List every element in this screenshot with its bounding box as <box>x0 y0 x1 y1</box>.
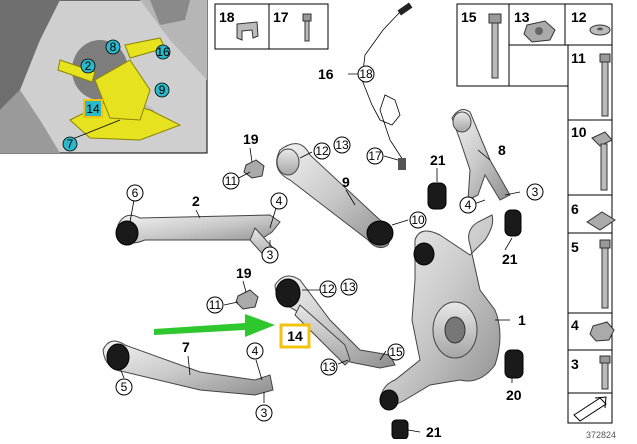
bushing-21-bottom <box>391 419 409 440</box>
leader-lines <box>119 73 521 433</box>
highlight-box-14 <box>279 323 311 349</box>
right-parts-column: 15 13 12 11 10 6 5 4 3 <box>456 3 616 424</box>
callout-14: 14 <box>287 328 303 344</box>
callout-21-top: 21 <box>430 152 446 168</box>
callout-21-mid: 21 <box>502 251 518 267</box>
callout-20: 20 <box>506 387 522 403</box>
right-label-13: 13 <box>514 9 530 25</box>
inset-callouts: 8 2 16 9 14 7 <box>62 39 171 152</box>
right-label-3: 3 <box>571 356 579 372</box>
inset-callout: 2 <box>85 59 92 73</box>
inset-callout: 7 <box>67 137 74 151</box>
callout-13-c: 13 <box>322 360 336 374</box>
inset-callout: 9 <box>159 83 166 97</box>
callout-4-c: 4 <box>252 344 259 358</box>
callout-3-c: 3 <box>261 406 268 420</box>
right-label-4: 4 <box>571 317 579 333</box>
clip-icon <box>236 21 259 41</box>
screw-icon <box>302 13 312 22</box>
top-box-label-18: 18 <box>219 9 235 25</box>
callout-10: 10 <box>411 213 425 227</box>
callout-18: 18 <box>359 67 373 81</box>
bushing-21-top <box>427 182 447 210</box>
arm-2 <box>115 214 281 261</box>
callout-4-a: 4 <box>465 198 472 212</box>
main-callouts: 19 11 12 13 16 18 17 21 8 4 3 9 10 6 2 4… <box>115 65 544 440</box>
arm-14 <box>274 275 396 369</box>
callout-19-bottom: 19 <box>236 265 252 281</box>
pointer-arrow <box>154 314 275 337</box>
callout-13-top: 13 <box>335 138 349 152</box>
callout-19-top: 19 <box>243 131 259 147</box>
callout-11-bottom: 11 <box>209 298 222 312</box>
callout-1: 1 <box>518 312 526 328</box>
inset-callout: 16 <box>156 45 170 59</box>
diagram-id: 372824 <box>586 430 616 439</box>
callout-4-b: 4 <box>276 194 283 208</box>
upper-arm-9 <box>276 143 394 249</box>
callout-8: 8 <box>498 142 506 158</box>
callout-16: 16 <box>318 66 334 82</box>
callout-3-a: 3 <box>532 185 539 199</box>
callout-3-b: 3 <box>267 248 274 262</box>
callout-12-bottom: 12 <box>321 282 335 296</box>
top-parts-box: 18 17 <box>214 3 329 50</box>
inset-image <box>0 0 208 154</box>
right-label-11: 11 <box>571 50 586 66</box>
nut-19-bottom <box>235 289 259 310</box>
sensor-cable <box>361 2 413 170</box>
inset-callout: 8 <box>110 40 117 54</box>
right-label-12: 12 <box>571 9 587 25</box>
right-label-5: 5 <box>571 239 579 255</box>
callout-9: 9 <box>342 174 350 190</box>
top-box-label-17: 17 <box>273 9 289 25</box>
callout-11-top: 11 <box>225 174 238 188</box>
right-label-6: 6 <box>571 201 579 217</box>
right-label-10: 10 <box>571 124 587 140</box>
callout-7: 7 <box>182 339 190 355</box>
callout-12-top: 12 <box>315 144 329 158</box>
wheel-carrier-1 <box>379 214 501 411</box>
callout-17: 17 <box>368 149 382 163</box>
callout-2: 2 <box>192 193 200 209</box>
callout-5: 5 <box>121 380 128 394</box>
bushing-21-mid <box>504 209 522 237</box>
callout-6: 6 <box>132 186 139 200</box>
nut-19-top <box>243 159 265 179</box>
callout-13-bottom: 13 <box>342 280 356 294</box>
right-label-15: 15 <box>461 9 477 25</box>
inset-callout: 14 <box>86 102 100 116</box>
arm-7 <box>102 340 274 396</box>
callout-15: 15 <box>389 345 403 359</box>
bushing-20 <box>504 349 524 379</box>
callout-21-bottom: 21 <box>426 424 442 439</box>
